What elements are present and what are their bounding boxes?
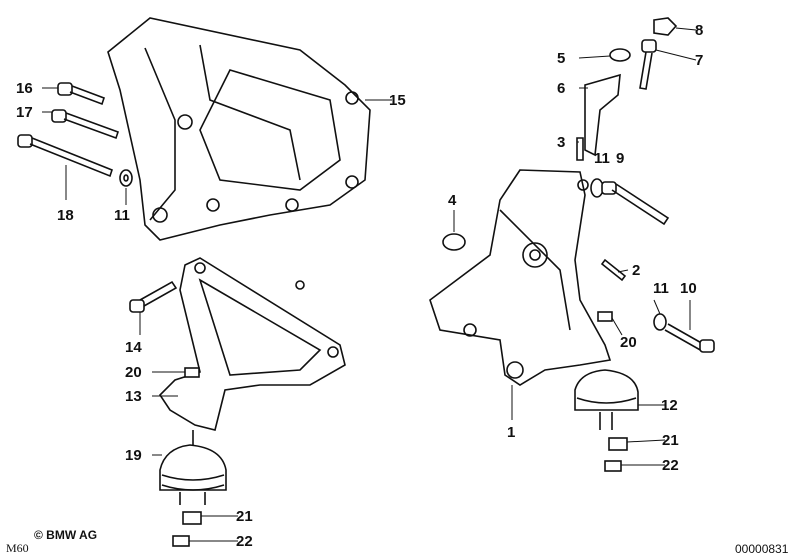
callout-3: 3 [557,134,566,151]
callout-5: 5 [557,50,566,67]
link-6 [584,73,621,157]
callout-14: 14 [125,339,142,356]
bolt-9 [601,181,670,226]
callout-1: 1 [507,424,516,441]
callout-6: 6 [557,80,566,97]
callout-7: 7 [695,52,704,69]
callout-22: 22 [236,533,253,550]
washer-5 [609,48,631,62]
callout-2: 2 [632,262,641,279]
callout-11: 11 [594,150,610,167]
model-code: M60 [6,541,29,555]
callout-15: 15 [389,92,406,109]
bolt-10 [664,323,715,353]
callout-11: 11 [653,280,669,297]
part-15-bracket [107,17,371,241]
image-number: 00000831 [735,542,789,556]
callout-18: 18 [57,207,74,224]
nut-20-right [597,311,613,322]
callout-9: 9 [616,150,625,167]
callout-12: 12 [661,397,678,414]
callout-19: 19 [125,447,142,464]
washer-11-right-bottom [653,313,667,331]
bolt-14 [129,280,178,313]
engine-mount-19 [159,430,227,505]
callout-11: 11 [114,207,130,224]
stud-2 [600,258,627,282]
copyright: © BMW AG [34,528,98,542]
bolt-18 [17,134,113,178]
callout-20: 20 [620,334,637,351]
part-1-bracket [429,169,612,386]
nut-22-left [172,535,190,547]
bolt-17 [51,109,120,140]
bolt-7 [639,39,657,90]
callout-20: 20 [125,364,142,381]
leader-lines [42,27,697,542]
part-13-bracket [158,257,346,431]
washer-11-left [119,169,133,187]
callout-10: 10 [680,280,697,297]
nut-21-left [182,511,202,525]
nut-21-right [608,437,628,451]
callout-21: 21 [236,508,253,525]
callout-4: 4 [448,192,457,209]
callout-16: 16 [16,80,33,97]
callout-8: 8 [695,22,704,39]
callout-17: 17 [16,104,33,121]
bolt-16 [57,82,106,106]
nut-22-right [604,460,622,472]
engine-mount-12 [574,369,639,430]
nut-8 [653,17,678,36]
callout-13: 13 [125,388,142,405]
stud-3 [576,137,584,161]
nut-20-left [184,367,200,378]
washer-4 [442,233,466,251]
callout-21: 21 [662,432,679,449]
callout-22: 22 [662,457,679,474]
